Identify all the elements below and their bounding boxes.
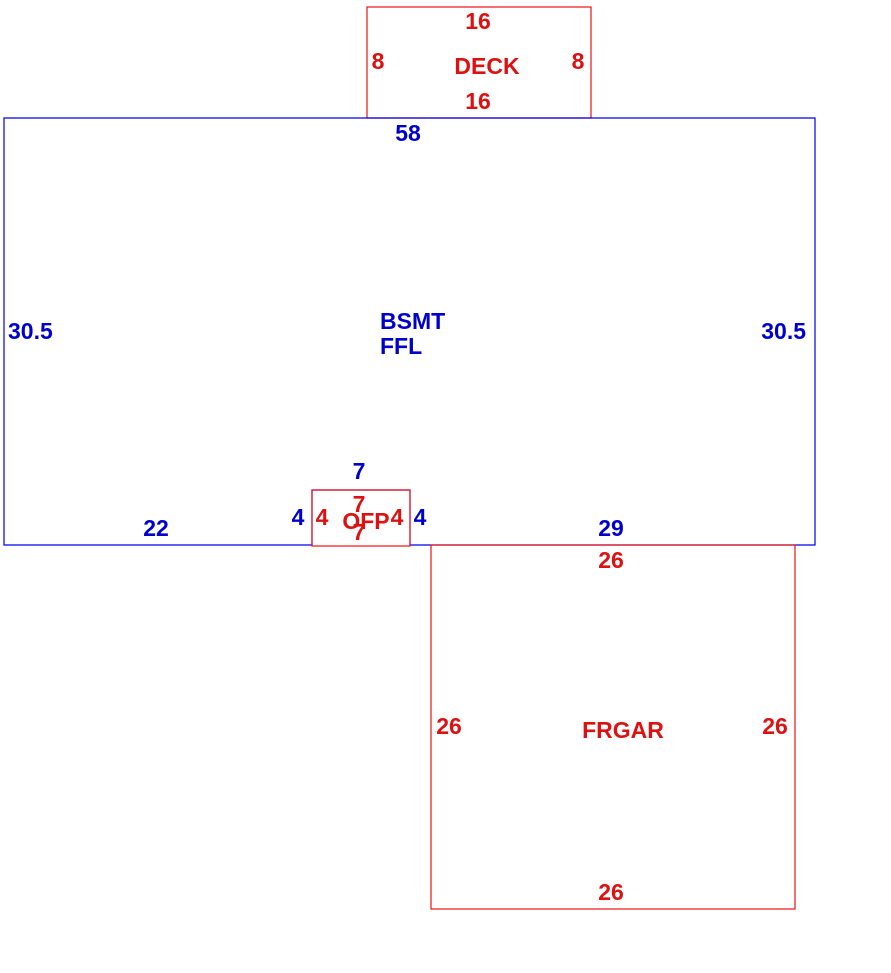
frgar-dim-left: 26 — [436, 713, 462, 739]
frgar-area: FRGAR 26 26 26 26 — [430, 544, 796, 910]
ofp-dim-bottom: 7 — [353, 519, 366, 545]
deck-dim-top: 16 — [465, 8, 491, 34]
bsmt-dim-left: 30.5 — [8, 318, 53, 344]
ofp-dim-top: 7 — [353, 491, 366, 517]
deck-area: DECK 16 16 8 8 — [366, 6, 592, 119]
bsmt-label-line1: BSMT — [380, 308, 445, 334]
deck-label: DECK — [454, 53, 520, 79]
ofp-area: OFP 7 7 4 4 — [311, 489, 411, 547]
bsmt-area: BSMT FFL 58 30.5 30.5 22 29 7 4 4 — [3, 117, 816, 546]
deck-dim-right: 8 — [572, 48, 585, 74]
frgar-dim-right: 26 — [762, 713, 788, 739]
ofp-outline — [311, 489, 411, 547]
bsmt-dim-bottom-right: 29 — [598, 515, 624, 541]
bsmt-dim-top: 58 — [395, 120, 421, 146]
ofp-dim-right: 4 — [391, 504, 404, 530]
bsmt-dim-notch-left: 4 — [292, 504, 305, 530]
frgar-label: FRGAR — [582, 717, 664, 743]
bsmt-dim-bottom-left: 22 — [143, 515, 169, 541]
deck-dim-left: 8 — [372, 48, 385, 74]
bsmt-dim-right: 30.5 — [761, 318, 806, 344]
bsmt-label-line2: FFL — [380, 333, 422, 359]
bsmt-dim-notch-right: 4 — [414, 504, 427, 530]
bsmt-dim-notch-top: 7 — [353, 458, 366, 484]
ofp-label: OFP — [342, 508, 389, 534]
frgar-dim-top: 26 — [598, 547, 624, 573]
deck-dim-bottom: 16 — [465, 88, 491, 114]
frgar-outline — [430, 544, 796, 910]
ofp-dim-left: 4 — [316, 504, 329, 530]
frgar-dim-bottom: 26 — [598, 879, 624, 905]
